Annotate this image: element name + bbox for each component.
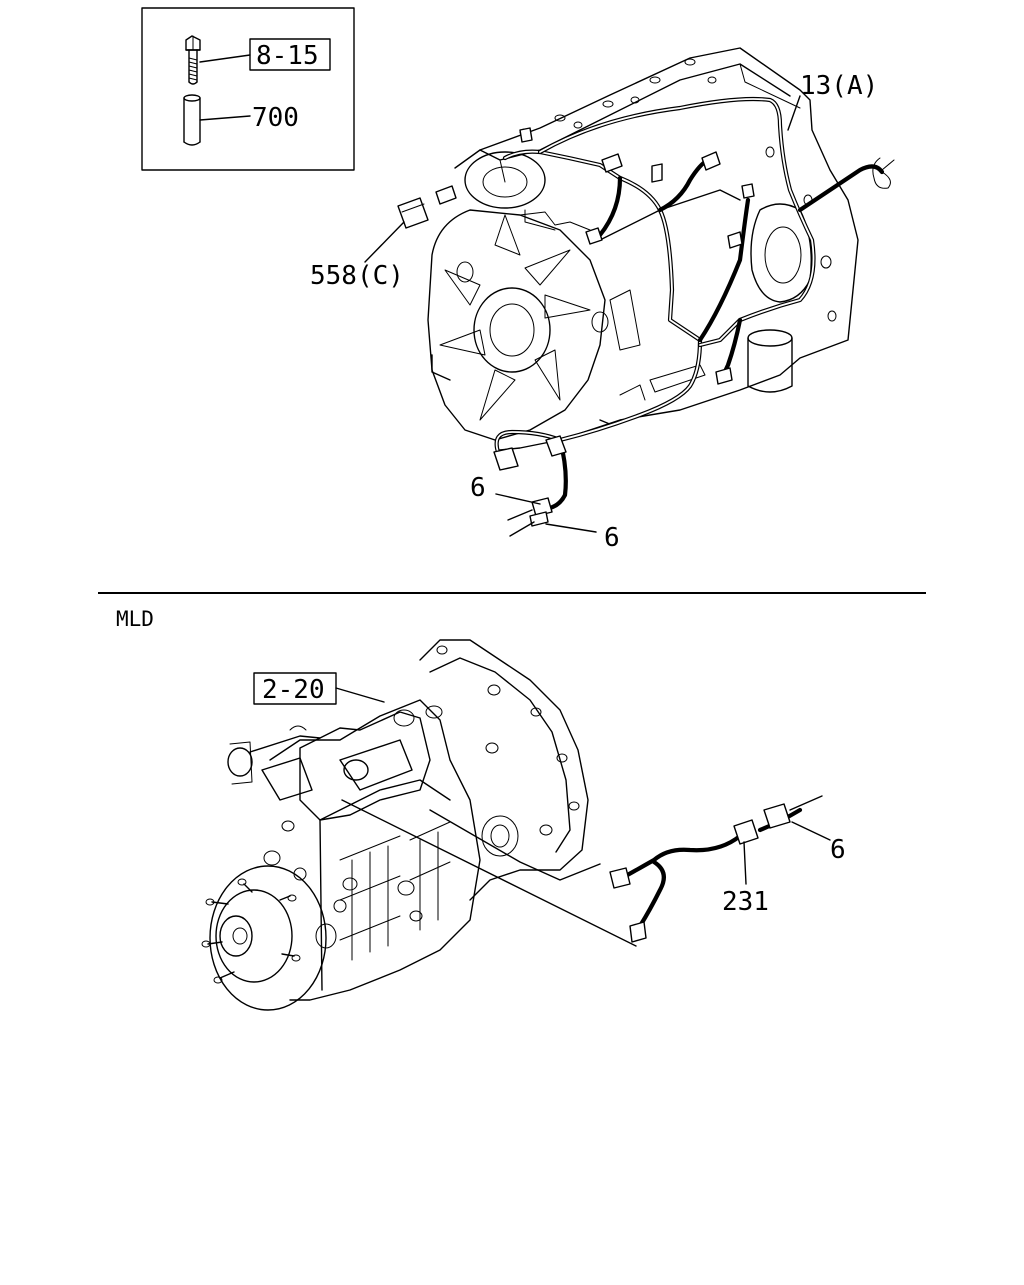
connector-icon xyxy=(435,127,755,471)
transmission-ref: 2-20 xyxy=(262,675,325,705)
harness-callout-231: 231 xyxy=(722,887,769,917)
clip-callout-upper: 6 xyxy=(470,473,486,503)
inset-box: 8-15 700 xyxy=(141,7,355,171)
engine-drawing xyxy=(427,47,859,451)
harness-callout: 13(A) xyxy=(800,71,878,101)
sleeve-icon xyxy=(183,94,201,146)
clip-callout-bottom: 6 xyxy=(830,835,846,865)
connector-icon xyxy=(609,803,791,943)
bolt-icon xyxy=(185,35,201,85)
connector-558-icon xyxy=(397,197,429,229)
sleeve-ref: 700 xyxy=(252,103,299,133)
bolt-ref: 8-15 xyxy=(256,41,319,71)
transmission-drawing xyxy=(201,639,589,1011)
harness-clip-icon xyxy=(507,497,553,537)
transmission-harness xyxy=(341,795,823,947)
clip-callout-lower: 6 xyxy=(604,523,620,553)
engine-harness xyxy=(397,96,895,537)
bolt-ref-box xyxy=(249,38,331,71)
variant-label: MLD xyxy=(116,607,154,631)
connector-callout: 558(C) xyxy=(310,261,404,291)
